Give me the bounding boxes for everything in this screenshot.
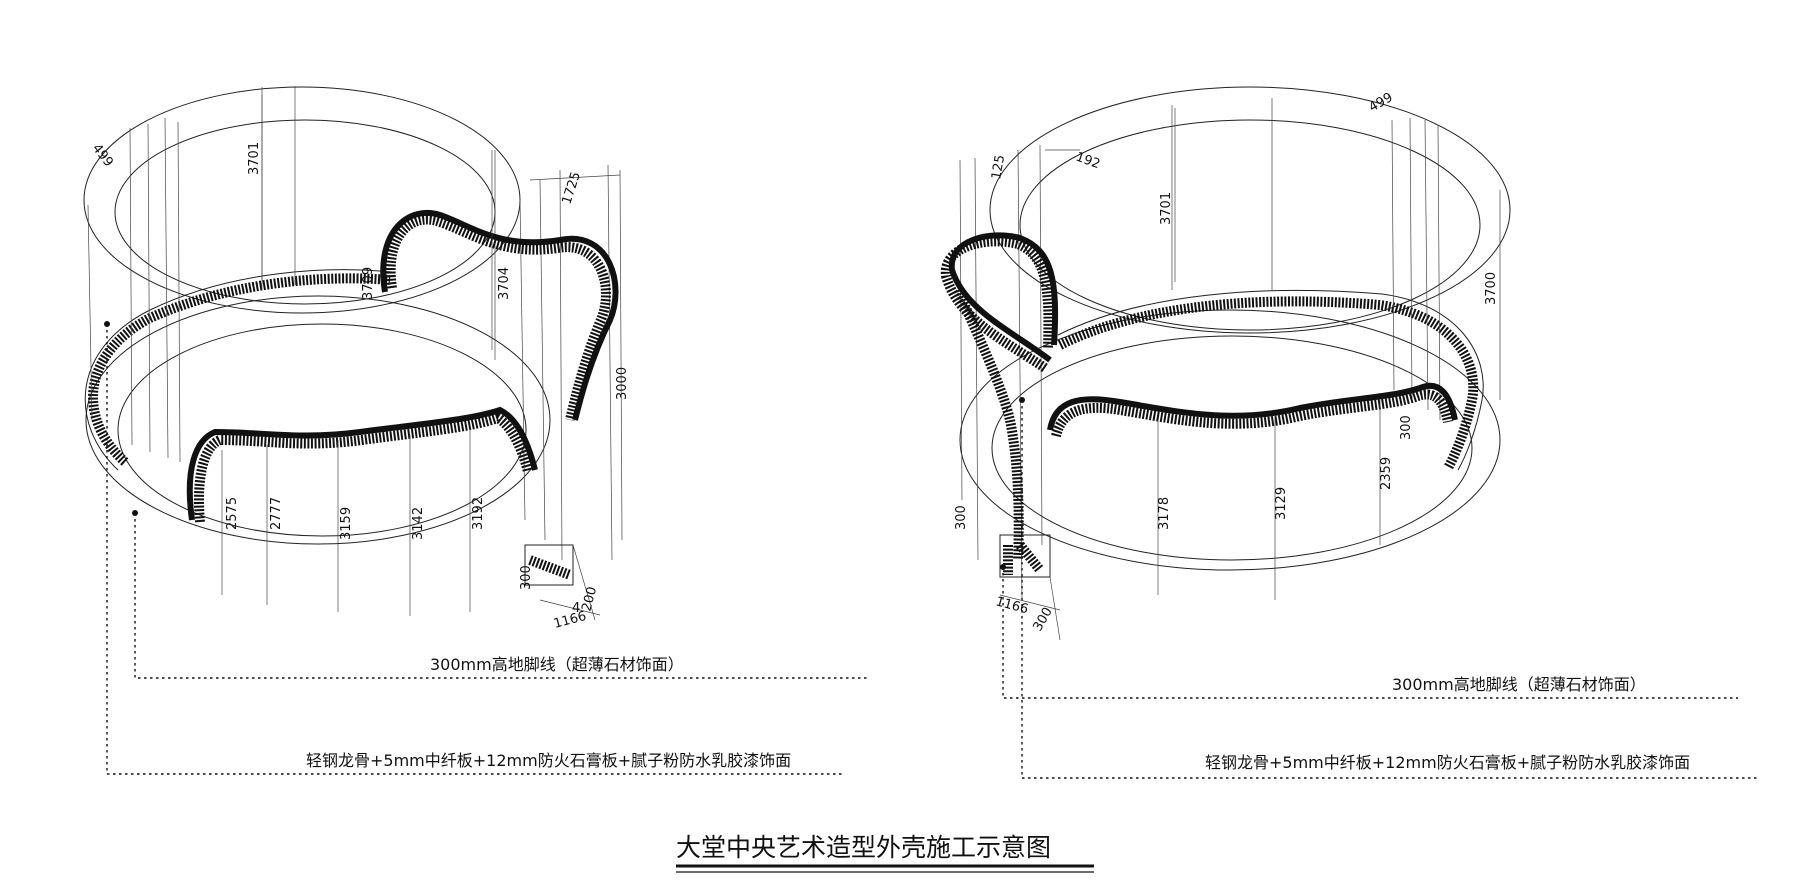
left-corner-column xyxy=(524,544,596,621)
left-dim-499: 499 xyxy=(89,141,116,170)
right-upper-shell-hatch xyxy=(940,236,1054,373)
right-corner-column xyxy=(999,534,1061,641)
right-note-wall: 轻钢龙骨+5mm中纤板+12mm防火石膏板+腻子粉防水乳胶漆饰面 xyxy=(1205,753,1690,772)
left-bottom-inner-ellipse xyxy=(117,323,527,537)
right-dim-1166: 1166 xyxy=(994,594,1030,617)
left-dim-1166: 1166 xyxy=(552,609,588,632)
left-dim-1725: 1725 xyxy=(560,170,584,206)
right-dim-192: 192 xyxy=(1074,150,1102,173)
left-bottom-outer-ellipse xyxy=(85,295,551,545)
right-dim-2359: 2359 xyxy=(1379,457,1394,490)
left-dim-3142: 3142 xyxy=(411,507,426,540)
right-baseboard-band xyxy=(1057,296,1479,471)
left-note-wall: 轻钢龙骨+5mm中纤板+12mm防火石膏板+腻子粉防水乳胶漆饰面 xyxy=(306,751,791,770)
right-lower-shell-contour xyxy=(1047,382,1458,431)
left-dim-4: 4 xyxy=(572,601,580,616)
right-dim-3178: 3178 xyxy=(1157,497,1172,530)
left-note-baseboard: 300mm高地脚线（超薄石材饰面） xyxy=(430,655,684,674)
right-dim-300-bottom: 300 xyxy=(1030,605,1055,634)
right-leader-baseboard xyxy=(1002,567,1738,699)
right-side-shell-hatch xyxy=(953,288,1024,561)
left-lower-shell-contour xyxy=(186,406,538,521)
right-dim-3129: 3129 xyxy=(1274,487,1289,520)
right-bottom-inner-ellipse xyxy=(991,335,1473,561)
left-dim-2777: 2777 xyxy=(269,497,284,530)
right-baseboard-edge xyxy=(1057,289,1484,471)
left-baseboard-band xyxy=(88,273,391,466)
left-dim-2575: 2575 xyxy=(225,497,240,530)
left-baseboard-edge xyxy=(84,269,393,471)
right-dim-125: 125 xyxy=(989,154,1008,181)
left-dimension-labels: 499 3701 1725 3709 3704 3000 2575 2777 3… xyxy=(89,141,630,632)
right-dim-3700: 3700 xyxy=(1484,272,1499,305)
right-leader-wall xyxy=(1021,400,1760,779)
right-dim-300-left: 300 xyxy=(954,505,969,530)
right-isometric-view: 499 192 125 3701 3700 300 3178 3129 2359… xyxy=(940,86,1760,779)
right-dimension-lines xyxy=(999,108,1501,611)
left-top-outer-ellipse xyxy=(83,86,521,314)
left-dim-3704: 3704 xyxy=(497,267,512,300)
left-dim-300: 300 xyxy=(519,565,534,590)
right-bottom-outer-ellipse xyxy=(959,309,1501,571)
left-upper-shell-hatch xyxy=(385,214,611,422)
left-upper-shell-contour xyxy=(380,209,619,421)
left-dim-3192: 3192 xyxy=(471,497,486,530)
left-dimension-lines xyxy=(221,95,621,616)
right-lower-shell-hatch xyxy=(1051,389,1453,438)
left-dim-3709: 3709 xyxy=(361,267,376,300)
left-dim-200: 200 xyxy=(579,585,600,613)
right-top-inner-ellipse xyxy=(1019,119,1481,331)
left-lower-shell-hatch xyxy=(194,412,533,523)
left-leader-baseboard xyxy=(134,513,870,679)
right-upper-shell-contour xyxy=(948,232,1059,363)
left-leader-wall xyxy=(106,324,845,775)
drawing-title: 大堂中央艺术造型外壳施工示意图 xyxy=(676,833,1051,862)
right-dimension-labels: 499 192 125 3701 3700 300 3178 3129 2359… xyxy=(954,90,1499,634)
left-dim-3159: 3159 xyxy=(339,507,354,540)
left-isometric-view: 499 3701 1725 3709 3704 3000 2575 2777 3… xyxy=(83,86,870,775)
right-note-baseboard: 300mm高地脚线（超薄石材饰面） xyxy=(1392,675,1646,694)
left-dim-3701: 3701 xyxy=(247,142,262,175)
right-dim-499: 499 xyxy=(1367,90,1396,115)
drawing-title-block: 大堂中央艺术造型外壳施工示意图 xyxy=(676,833,1094,873)
right-top-outer-ellipse xyxy=(989,86,1511,334)
right-dim-300-right: 300 xyxy=(1399,415,1414,440)
right-dim-3701: 3701 xyxy=(1159,192,1174,225)
left-vertical-members xyxy=(87,86,623,561)
left-dim-3000: 3000 xyxy=(615,367,630,400)
